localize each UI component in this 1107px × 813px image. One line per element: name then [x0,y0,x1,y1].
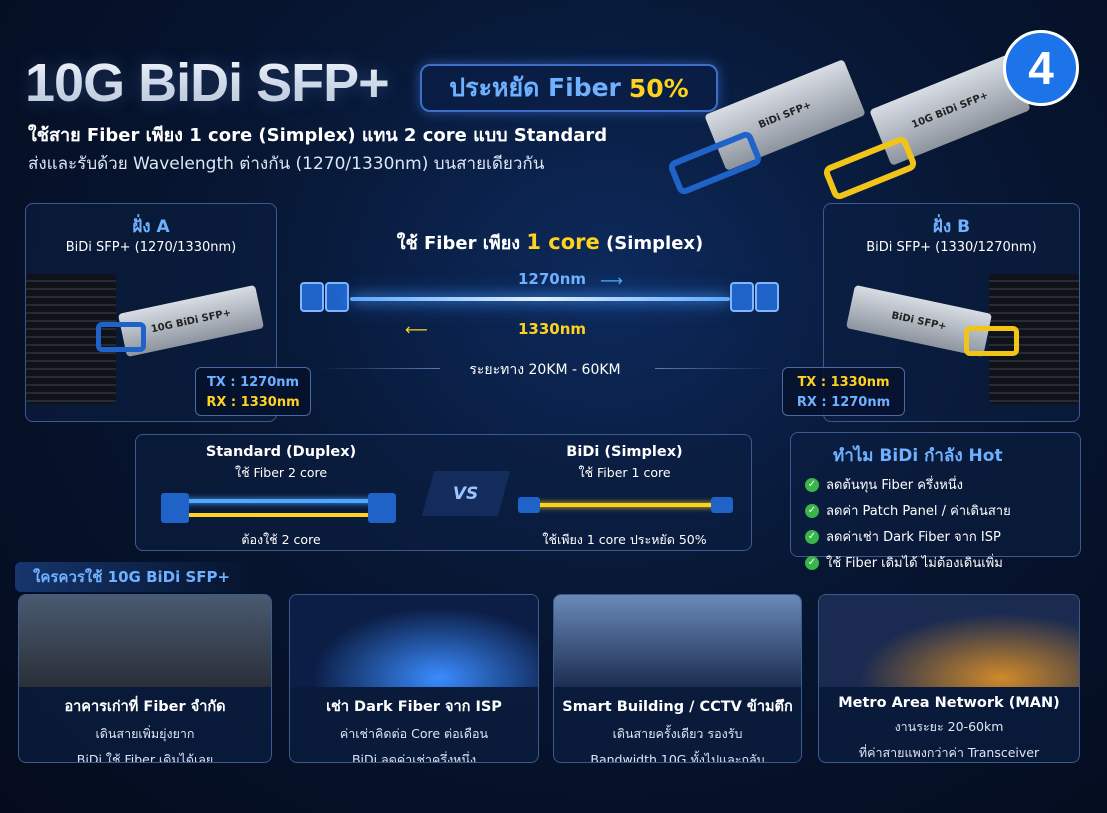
check-icon: ✓ [805,555,819,570]
center-title: ใช้ Fiber เพียง 1 core (Simplex) [330,228,770,257]
card-line: ที่ค่าสายแพงกว่าค่า Transceiver [858,745,1040,760]
duplex-cable-yellow [176,513,386,517]
divider [320,368,440,369]
side-b-tx: TX : 1330nm [797,375,890,390]
product-label: BiDi SFP+ [756,99,814,131]
simplex-connector [518,497,540,513]
blue-bail-latch [96,322,146,352]
use-case-card: เช่า Dark Fiber จาก ISP ค่าเช่าคิดต่อ Co… [289,594,539,763]
yellow-bail-latch [964,326,1019,356]
card-title: Metro Area Network (MAN) [838,695,1060,711]
switch-rack [26,274,116,404]
duplex-connector [368,493,396,523]
lc-connector-left [300,282,324,312]
product-image-yellow-sfp: 10G BiDi SFP+ [821,54,1031,202]
use-cases-title: ใครควรใช้ 10G BiDi SFP+ [15,562,255,592]
subtitle-1: ใช้สาย Fiber เพียง 1 core (Simplex) แทน … [28,125,608,146]
bidi-title: BiDi (Simplex) [566,444,683,460]
duplex-connector [161,493,189,523]
side-a-subtitle: BiDi SFP+ (1270/1330nm) [65,240,237,255]
side-b-rx: RX : 1270nm [796,395,891,410]
card-line: เดินสายครั้งเดียว รองรับ [612,726,743,741]
card-title: อาคารเก่าที่ Fiber จำกัด [64,699,226,715]
side-a-title: ฝั่ง A [132,217,170,237]
center-title-pre: ใช้ Fiber เพียง [396,233,521,254]
lc-connector-left [325,282,349,312]
why-hot-title: ทำไม BiDi กำลัง Hot [833,446,1003,466]
page-title: 10G BiDi SFP+ [25,53,390,113]
switch-rack [989,274,1079,404]
simplex-fiber-line [350,297,730,301]
lc-connector-right [730,282,754,312]
step-number-badge: 4 [1003,30,1079,106]
wave-back-label: 1330nm [518,320,587,338]
hot-item-text: ใช้ Fiber เดิมได้ ไม่ต้องเดินเพิ่ม [826,556,1003,571]
center-title-highlight: 1 core [526,230,600,254]
side-b-wavelengths: TX : 1330nm RX : 1270nm [782,367,905,416]
hot-item: ✓ ลดค่า Patch Panel / ค่าเดินสาย [805,500,1066,521]
side-a-rx: RX : 1330nm [206,395,300,410]
hot-item: ✓ ลดต้นทุน Fiber ครึ่งหนึ่ง [805,474,1066,495]
module-label: 10G BiDi SFP+ [149,307,233,335]
card-line: Bandwidth 10G ทั้งไปและกลับ [590,752,765,763]
yellow-bail-latch [821,134,919,202]
product-label: 10G BiDi SFP+ [910,89,990,131]
arrow-left-icon: ⟵ [405,320,428,339]
hot-item-text: ลดค่าเช่า Dark Fiber จาก ISP [826,530,1001,545]
cctv-building-image [554,595,801,687]
badge-highlight: 50% [628,73,689,103]
side-b-title: ฝั่ง B [932,217,971,237]
hot-item-text: ลดค่า Patch Panel / ค่าเดินสาย [826,504,1011,519]
use-case-card: Metro Area Network (MAN) งานระยะ 20-60km… [818,594,1080,763]
check-icon: ✓ [805,529,819,544]
why-hot-panel: ทำไม BiDi กำลัง Hot ✓ ลดต้นทุน Fiber ครึ่… [790,432,1081,571]
check-icon: ✓ [805,477,819,492]
city-network-image [290,595,538,687]
wave-forward-label: 1270nm [518,270,587,288]
card-line: งานระยะ 20-60km [894,719,1004,734]
use-case-card: อาคารเก่าที่ Fiber จำกัด เดินสายเพิ่มยุ่… [18,594,272,763]
old-building-image [19,595,271,687]
card-line: BiDi ใช้ Fiber เดิมได้เลย [76,752,214,763]
arrow-right-icon: ⟶ [600,271,623,290]
lc-connector-right [755,282,779,312]
side-a-wavelengths: TX : 1270nm RX : 1330nm [195,367,311,416]
duplex-cable-blue [176,499,386,503]
hot-item-text: ลดต้นทุน Fiber ครึ่งหนึ่ง [826,478,964,493]
simplex-cable [531,503,721,507]
badge-text: ประหยัด Fiber [449,73,621,102]
standard-title: Standard (Duplex) [205,444,357,460]
module-label: BiDi SFP+ [890,309,948,333]
use-case-card: Smart Building / CCTV ข้ามตึก เดินสายครั… [553,594,802,763]
simplex-connector [711,497,733,513]
standard-duplex-section: Standard (Duplex) ใช้ Fiber 2 core ต้องใ… [136,435,426,547]
bidi-simplex-section: BiDi (Simplex) ใช้ Fiber 1 core ใช้เพียง… [496,435,753,547]
metro-city-image [819,595,1079,687]
hot-item: ✓ ใช้ Fiber เดิมได้ ไม่ต้องเดินเพิ่ม [805,552,1066,573]
hot-item: ✓ ลดค่าเช่า Dark Fiber จาก ISP [805,526,1066,547]
card-title: เช่า Dark Fiber จาก ISP [326,699,502,715]
card-title: Smart Building / CCTV ข้ามตึก [562,699,793,715]
center-title-post: (Simplex) [606,233,704,254]
divider [655,368,775,369]
side-a-tx: TX : 1270nm [206,375,300,390]
compare-panel: Standard (Duplex) ใช้ Fiber 2 core ต้องใ… [135,434,752,551]
card-line: BiDi ลดค่าเช่าครึ่งหนึ่ง [351,752,477,763]
side-b-subtitle: BiDi SFP+ (1330/1270nm) [866,240,1037,255]
distance-label: ระยะทาง 20KM - 60KM [469,362,621,378]
card-line: ค่าเช่าคิดต่อ Core ต่อเดือน [339,726,489,741]
subtitle-2: ส่งและรับด้วย Wavelength ต่างกัน (1270/1… [28,154,545,174]
standard-foot: ต้องใช้ 2 core [241,532,321,547]
card-line: เดินสายเพิ่มยุ่งยาก [95,726,195,741]
check-icon: ✓ [805,503,819,518]
bidi-foot: ใช้เพียง 1 core ประหยัด 50% [542,532,707,547]
vs-label: VS [453,483,479,504]
bidi-sub: ใช้ Fiber 1 core [578,465,671,480]
standard-sub: ใช้ Fiber 2 core [234,465,328,480]
